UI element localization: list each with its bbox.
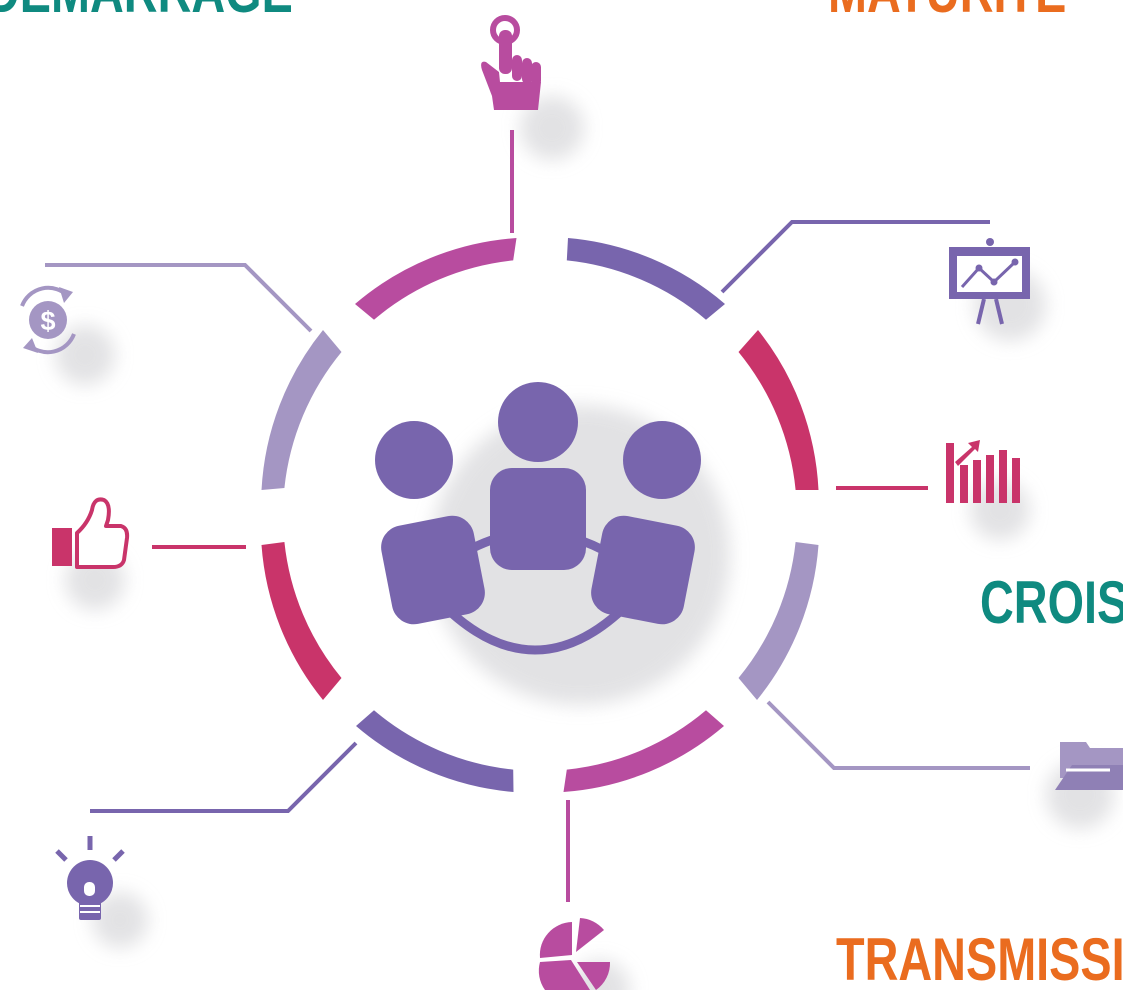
ring-segment-bottom-left	[356, 710, 514, 792]
ring-segment-top-left	[355, 238, 517, 320]
presentation-board-icon	[949, 238, 1030, 325]
connector-top-left	[45, 263, 313, 333]
svg-text:$: $	[40, 306, 55, 336]
ring-segments	[261, 238, 819, 792]
label-maturite: MATURITÉ	[828, 0, 1066, 22]
ring-segment-left-lower	[261, 542, 342, 700]
folder-icon	[1055, 742, 1123, 790]
team-group-icon	[375, 382, 701, 655]
dollar-cycle-icon: $	[20, 285, 76, 355]
label-demarrage: DÉMARRAGE	[0, 0, 293, 22]
label-transmission: TRANSMISSION	[836, 926, 1123, 990]
ring-segment-right-lower	[738, 542, 819, 700]
label-croissance: CROISSANCE	[980, 569, 1123, 636]
growth-bar-chart-icon	[946, 440, 1020, 503]
tap-hand-icon	[481, 15, 541, 110]
connector-top-right	[720, 220, 990, 294]
ring-segment-bottom-right	[563, 710, 724, 792]
pie-chart-icon	[538, 918, 611, 990]
ring-segment-top-right	[566, 238, 725, 320]
connector-bottom-right	[766, 700, 1030, 770]
connector-bottom-left	[90, 741, 358, 813]
connector-lines	[45, 130, 1030, 902]
lightbulb-icon	[55, 836, 125, 920]
ring-segment-left-upper	[261, 330, 342, 490]
ring-segment-right-upper	[738, 330, 819, 490]
thumbs-up-icon	[52, 497, 130, 569]
